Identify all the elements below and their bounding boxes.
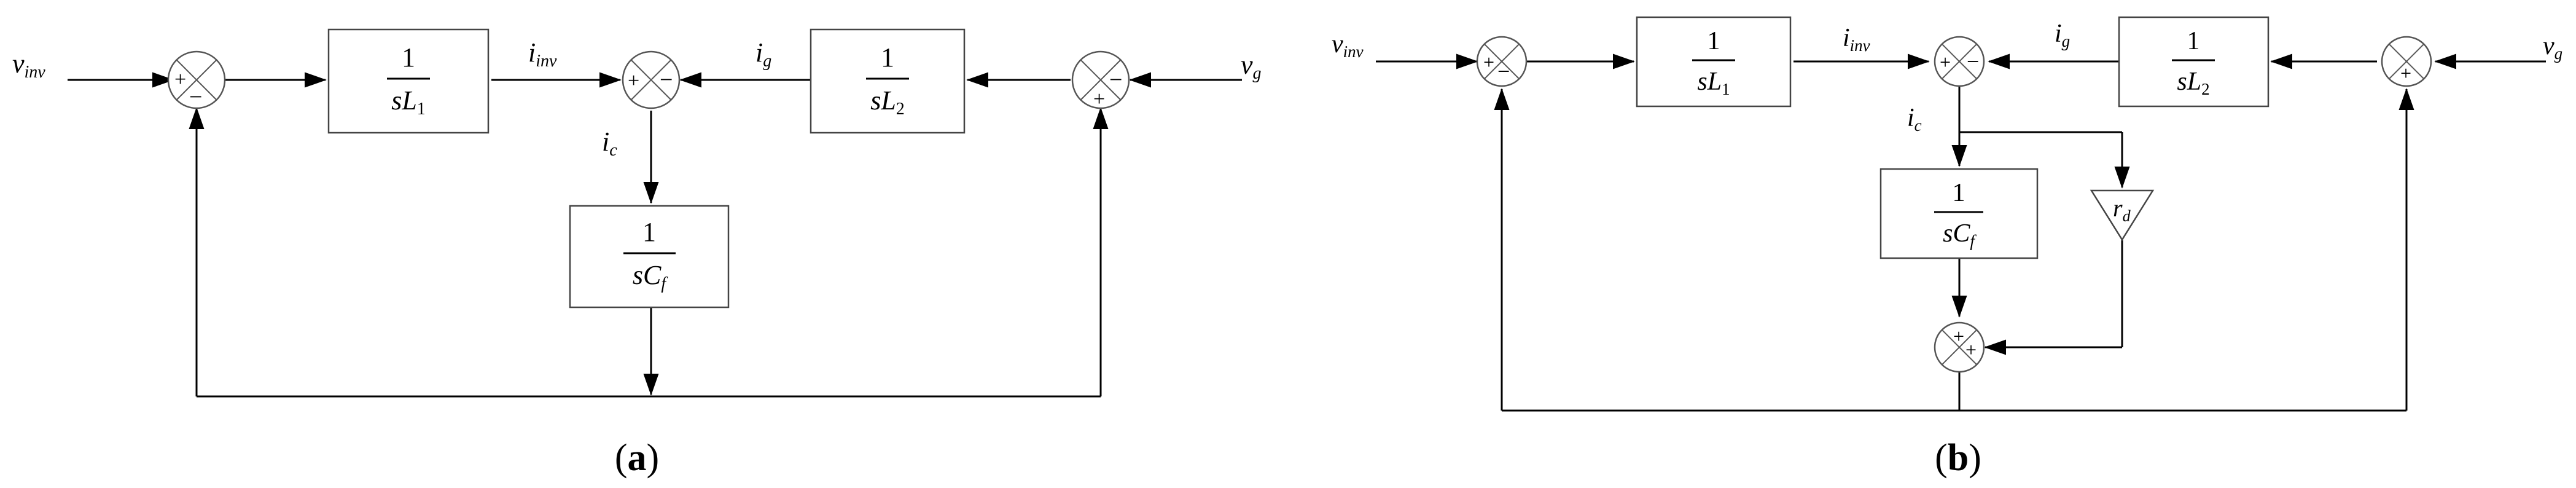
panel-b-sum3: + <box>2381 36 2432 87</box>
label-v-inv: vinv <box>12 49 45 82</box>
b-block-Cf-numerator: 1 <box>1953 179 1965 207</box>
b-block-L2-denominator: sL2 <box>2177 68 2209 98</box>
b-block-L2-numerator: 1 <box>2187 27 2200 55</box>
block-L1-numerator: 1 <box>402 42 415 73</box>
panel-b-block-Cf: 1 sCf <box>1879 168 2039 259</box>
b-label-i-inv: iinv <box>1843 24 1870 55</box>
gain-rd-label: rd <box>2113 194 2131 225</box>
panel-a-block-Cf: 1 sCf <box>569 205 730 309</box>
block-Cf-numerator: 1 <box>642 217 656 247</box>
panel-a-wires <box>68 72 1242 398</box>
caption-b: (b) <box>1935 437 1981 479</box>
sum1-bottom-sign: − <box>189 84 202 110</box>
b-block-Cf-denominator: sCf <box>1943 219 1977 250</box>
panel-b-sum1: + − <box>1476 36 1528 87</box>
panel-a: + − + − − + 1 sL1 1 sL2 <box>12 28 1262 479</box>
block-L1-denominator: sL1 <box>391 85 426 119</box>
b-sum1-bottom-sign: − <box>1497 59 1510 84</box>
panel-b-block-L1: 1 sL1 <box>1636 16 1792 108</box>
b-label-i-g: ig <box>2055 20 2070 50</box>
b-label-v-g: vg <box>2543 32 2562 63</box>
label-v-g: vg <box>1241 50 1262 83</box>
block-Cf-denominator: sCf <box>633 260 668 293</box>
panel-b-sum4: + + <box>1934 321 1985 373</box>
panel-a-block-L1: 1 sL1 <box>327 28 490 134</box>
panel-a-block-L2: 1 sL2 <box>810 28 966 134</box>
label-i-g: ig <box>755 37 771 71</box>
b-sum3-bottom-sign: + <box>2400 62 2411 84</box>
sum1-left-sign: + <box>174 68 186 91</box>
label-i-c: ic <box>602 127 617 160</box>
b-label-v-inv: vinv <box>1332 30 1364 61</box>
b-sum2-left-sign: + <box>1940 51 1951 73</box>
sum2-right-sign: − <box>660 67 673 93</box>
b-block-L1-numerator: 1 <box>1708 27 1720 55</box>
b-sum1-left-sign: + <box>1483 51 1494 73</box>
panel-b: + − + − + + + 1 sL1 <box>1332 16 2562 479</box>
b-label-i-c: ic <box>1907 104 1922 135</box>
block-L2-numerator: 1 <box>881 42 894 73</box>
b-sum4-right-sign: + <box>1965 339 1977 361</box>
sum3-bottom-sign: + <box>1093 88 1105 111</box>
sum3-right-sign: − <box>1109 67 1122 93</box>
sum2-left-sign: + <box>628 69 639 92</box>
panel-a-sum1: + − <box>167 50 226 110</box>
b-sum2-right-sign: − <box>1967 49 1979 74</box>
b-block-L1-denominator: sL1 <box>1697 68 1730 98</box>
label-i-inv: iinv <box>528 37 557 71</box>
panel-b-gain-rd: rd <box>2090 189 2155 242</box>
block-L2-denominator: sL2 <box>870 85 905 119</box>
panel-b-wires <box>1376 53 2546 412</box>
b-sum4-top-sign: + <box>1953 325 1964 347</box>
panel-a-sum2: + − <box>622 50 681 109</box>
panel-b-block-L2: 1 sL2 <box>2118 16 2270 108</box>
panel-b-sum2: + − <box>1934 36 1985 87</box>
caption-a: (a) <box>615 437 659 479</box>
panel-a-sum3: − + <box>1071 50 1130 111</box>
